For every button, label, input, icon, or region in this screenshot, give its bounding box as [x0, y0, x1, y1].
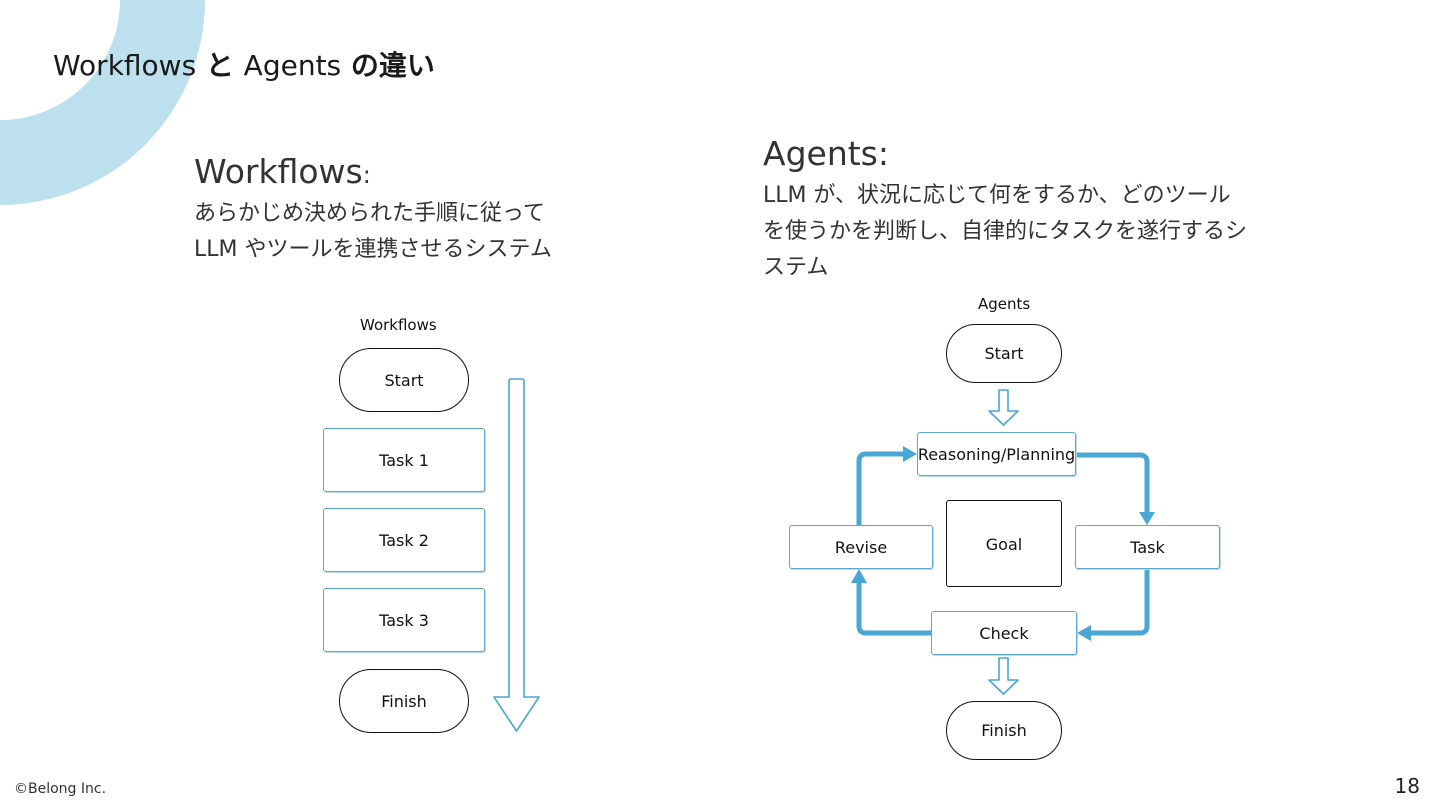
workflow-task-3: Task 3 — [323, 588, 485, 652]
workflows-diagram-label: Workflows — [360, 316, 437, 334]
workflow-task-1: Task 1 — [323, 428, 485, 492]
title-to: と — [196, 49, 244, 82]
check-to-finish-arrow — [988, 657, 1019, 695]
workflow-start-node: Start — [339, 348, 469, 412]
workflow-task-2: Task 2 — [323, 508, 485, 572]
title-workflows: Workflows — [53, 49, 197, 82]
agents-heading: Agents: — [763, 134, 889, 173]
task-to-check-arrow — [1089, 570, 1150, 636]
decorative-ring — [0, 0, 205, 205]
workflows-heading-text: Workflows — [194, 152, 363, 191]
workflows-desc-line-2: LLM やツールを連携させるシステム — [194, 237, 552, 262]
copyright-text: ©Belong Inc. — [14, 781, 107, 797]
start-to-reasoning-arrow — [988, 389, 1019, 426]
workflows-desc-line-1: あらかじめ決められた手順に従って — [194, 201, 545, 226]
workflows-heading: Workflows: — [194, 152, 371, 195]
check-to-revise-arrow — [856, 581, 931, 636]
agent-check-node: Check — [931, 611, 1077, 655]
agent-goal-node: Goal — [946, 500, 1062, 587]
revise-to-reasoning-arrow — [856, 451, 904, 525]
agents-desc-line-2: を使うかを判断し、自律的にタスクを遂行するシ — [763, 219, 1248, 244]
workflows-description: あらかじめ決められた手順に従って LLM やツールを連携させるシステム — [194, 196, 552, 268]
workflow-down-arrow — [493, 378, 540, 732]
agents-desc-line-1: LLM が、状況に応じて何をするか、どのツール — [763, 183, 1231, 208]
title-agents: Agents — [243, 49, 342, 82]
workflow-finish-node: Finish — [339, 669, 469, 733]
agents-desc-line-3: ステム — [763, 255, 829, 280]
agent-finish-node: Finish — [946, 701, 1062, 760]
agent-revise-node: Revise — [789, 525, 933, 569]
workflows-heading-colon: : — [362, 161, 371, 189]
agents-diagram-label: Agents — [978, 295, 1031, 313]
page-title: Workflows と Agents の違い — [53, 46, 435, 86]
agents-description: LLM が、状況に応じて何をするか、どのツール を使うかを判断し、自律的にタスク… — [763, 178, 1247, 286]
title-difference: の違い — [341, 49, 435, 82]
page-number: 18 — [1394, 774, 1420, 798]
reasoning-to-task-arrow — [1076, 452, 1150, 514]
agent-start-node: Start — [946, 324, 1062, 383]
agent-task-node: Task — [1075, 525, 1220, 569]
agent-reasoning-node: Reasoning/Planning — [917, 432, 1076, 476]
